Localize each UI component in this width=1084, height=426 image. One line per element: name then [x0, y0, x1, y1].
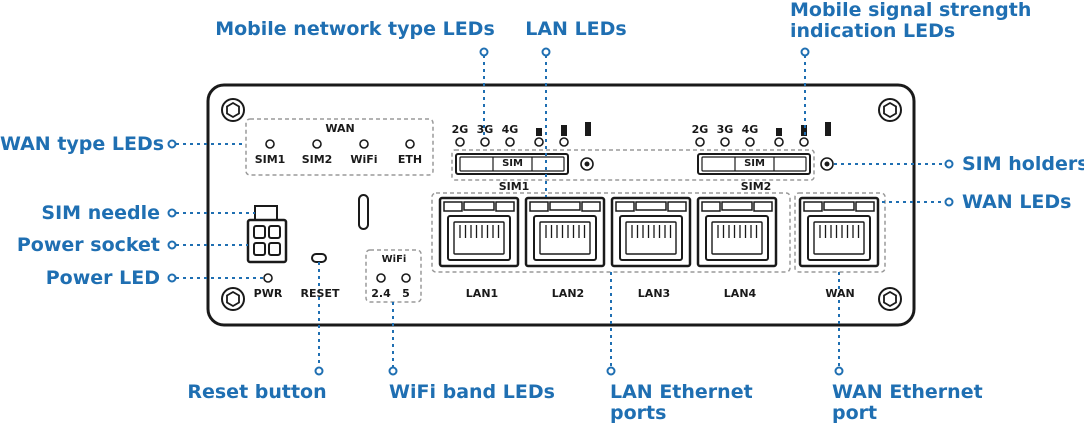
network-type-label: 2G [691, 123, 709, 136]
callout-sim-needle: SIM needle [41, 202, 160, 224]
led-indicator [455, 137, 465, 147]
callout-reset-button: Reset button [187, 381, 327, 403]
callout-wan-ethernet-line1: WAN Ethernet [832, 381, 983, 403]
wifi-group-title: WiFi [381, 254, 407, 265]
led-indicator [505, 137, 515, 147]
sim-needle-slot[interactable] [358, 194, 369, 230]
sim-holders-group [451, 149, 815, 181]
led-indicator [480, 137, 490, 147]
wifi-band-label: 5 [402, 287, 410, 300]
led-indicator [312, 139, 322, 149]
network-type-label: 2G [451, 123, 469, 136]
screw-icon [221, 98, 245, 122]
led-indicator [774, 137, 784, 147]
callout-sim-holders: SIM holders [962, 153, 1084, 175]
callout-wan-type-leds: WAN type LEDs [0, 133, 165, 155]
callout-wifi-band-leds: WiFi band LEDs [389, 381, 555, 403]
network-type-label: 4G [501, 123, 519, 136]
lan-port[interactable] [438, 196, 520, 268]
signal-bar-icon [561, 125, 567, 136]
wifi-band-label: 2.4 [371, 287, 391, 300]
wan-type-label: WiFi [350, 153, 378, 166]
wan-type-label: SIM2 [301, 153, 333, 166]
callout-lan-ethernet-line1: LAN Ethernet [610, 381, 753, 403]
screw-icon [878, 98, 902, 122]
ethernet-ports [438, 196, 880, 268]
sim-tray-text: SIM [744, 158, 765, 169]
led-indicator [534, 137, 544, 147]
callout-power-led: Power LED [45, 267, 160, 289]
callout-mobile-signal-line2: indication LEDs [790, 20, 956, 42]
screw-icon [221, 287, 245, 311]
reset-button[interactable] [311, 253, 327, 263]
power-socket[interactable] [246, 205, 288, 264]
wan-port-label: WAN [825, 287, 855, 300]
wan-port[interactable] [798, 196, 880, 268]
network-type-label: 4G [741, 123, 759, 136]
signal-bar-icon [536, 128, 542, 136]
led-indicator [401, 273, 411, 283]
led-indicator [695, 137, 705, 147]
lan-port-label: LAN1 [465, 287, 499, 300]
reset-label: RESET [300, 287, 340, 300]
led-indicator [359, 139, 369, 149]
sim-tray-text: SIM [502, 158, 523, 169]
power-led [263, 273, 273, 283]
led-indicator [745, 137, 755, 147]
callout-power-socket: Power socket [16, 234, 160, 256]
callout-lan-leds: LAN LEDs [525, 18, 627, 40]
lan-ports-group [431, 192, 791, 273]
sim-eject-hole-icon[interactable] [580, 157, 594, 171]
sim2-label: SIM2 [740, 180, 772, 193]
callout-wan-leds: WAN LEDs [962, 191, 1072, 213]
lan-port-label: LAN3 [637, 287, 671, 300]
wan-type-label: ETH [397, 153, 423, 166]
callout-mobile-signal-line1: Mobile signal strength [790, 0, 1032, 21]
led-indicator [405, 139, 415, 149]
screw-icon [878, 287, 902, 311]
network-type-label: 3G [716, 123, 734, 136]
leader-lines [176, 55, 945, 367]
led-indicator [799, 137, 809, 147]
led-indicator [376, 273, 386, 283]
signal-bar-icon [776, 128, 782, 136]
led-indicator [720, 137, 730, 147]
lan-port[interactable] [696, 196, 778, 268]
led-indicator [265, 139, 275, 149]
sim1-label: SIM1 [498, 180, 530, 193]
signal-bar-icon [801, 125, 807, 136]
lan-port-label: LAN4 [723, 287, 757, 300]
wan-type-label: SIM1 [254, 153, 286, 166]
leader-end-markers [167, 47, 954, 376]
sim-holder-1[interactable] [455, 153, 569, 175]
sim-eject-hole-icon[interactable] [820, 157, 834, 171]
lan-port[interactable] [610, 196, 692, 268]
callout-wan-ethernet-line2: port [832, 402, 878, 424]
signal-bar-icon [585, 122, 591, 136]
network-type-label: 3G [476, 123, 494, 136]
wan-group-title: WAN [325, 122, 355, 135]
sim-holder-2[interactable] [697, 153, 811, 175]
pwr-label: PWR [253, 287, 283, 300]
lan-port-label: LAN2 [551, 287, 585, 300]
callout-lan-ethernet-line2: ports [610, 402, 667, 424]
lan-port[interactable] [524, 196, 606, 268]
callout-mobile-network-type-leds: Mobile network type LEDs [215, 18, 495, 40]
led-indicator [559, 137, 569, 147]
signal-bar-icon [825, 122, 831, 136]
wan-type-led-group [245, 118, 434, 176]
